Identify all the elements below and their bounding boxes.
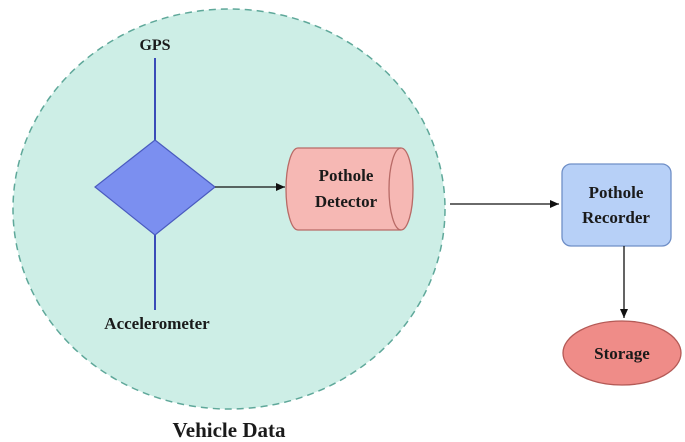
storage-ellipse [562, 320, 682, 386]
decision-diamond-icon [94, 139, 216, 236]
vehicle-data-region [12, 8, 446, 410]
vehicle-data-caption: Vehicle Data [173, 418, 286, 442]
pothole-detector-cylinder-icon [285, 147, 414, 231]
accelerometer-label: Accelerometer [104, 314, 210, 333]
gps-label: GPS [139, 37, 170, 54]
pothole-recorder-label-line1: Pothole [589, 183, 644, 202]
pothole-detector-label-line1: Pothole [319, 166, 374, 185]
pothole-recorder-label-line2: Recorder [582, 208, 650, 227]
pothole-detector-label-line2: Detector [315, 192, 378, 211]
pothole-recorder-box [561, 163, 672, 247]
storage-label: Storage [594, 344, 650, 363]
